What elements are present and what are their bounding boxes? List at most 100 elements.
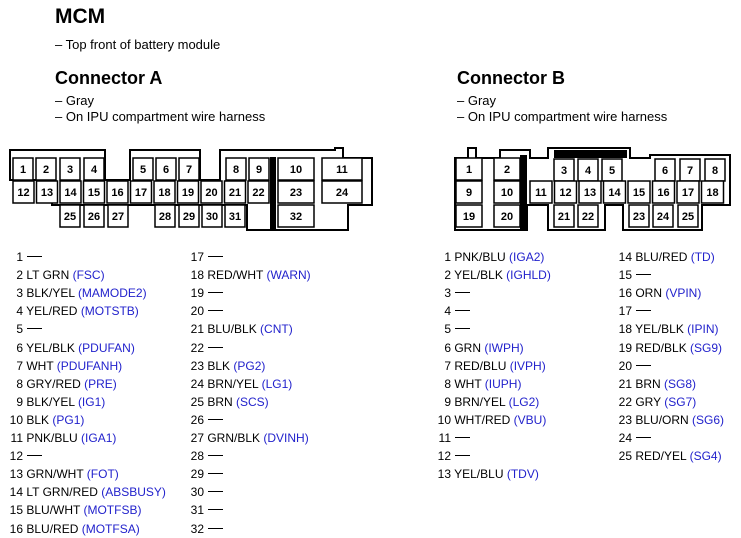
- connector-b-note: – On IPU compartment wire harness: [457, 109, 668, 124]
- pin-number: 6: [444, 340, 451, 355]
- pinout-row: 10 BLK (PG1): [7, 411, 85, 429]
- pin-cavity: [577, 204, 599, 228]
- pinout-row: 30: [188, 483, 224, 501]
- pinout-row: 16 ORN (VPIN): [616, 284, 702, 302]
- unused-pin-dash: [455, 310, 471, 312]
- unused-pin-dash: [208, 292, 224, 294]
- pin-number-label: 24: [336, 187, 349, 199]
- connector-b-title: Connector B: [457, 68, 565, 88]
- pin-number: 5: [444, 322, 451, 337]
- pin-cavity: [83, 157, 105, 181]
- wire-color: GRN: [454, 340, 485, 355]
- pinout-row: 20: [188, 302, 224, 320]
- pin-cavity: [277, 157, 315, 181]
- pin-number-label: 12: [559, 187, 571, 199]
- pinout-row: 19 RED/BLK (SG9): [616, 339, 722, 357]
- unused-pin-dash: [208, 256, 224, 257]
- wire-color: ORN: [635, 286, 666, 301]
- pin-cavity: [700, 180, 725, 204]
- pin-number-label: 28: [159, 211, 171, 223]
- pin-number-label: 9: [466, 187, 472, 199]
- pin-number: 14: [9, 485, 23, 500]
- pin-number-label: 2: [504, 164, 510, 176]
- pin-number-label: 25: [64, 211, 76, 223]
- pin-number-label: 12: [17, 187, 29, 199]
- pin-cavity: [493, 157, 521, 181]
- wire-color: BLK: [26, 412, 53, 427]
- pinout-row: 29: [188, 465, 224, 483]
- signal-name: (FOT): [86, 467, 119, 482]
- connector-a-title: Connector A: [55, 68, 163, 88]
- pin-cavity: [602, 180, 627, 204]
- pinout-row: 24 BRN/YEL (LG1): [188, 375, 293, 393]
- wire-color: GRY/RED: [26, 376, 85, 391]
- pin-number: 30: [190, 485, 204, 500]
- pin-number-label: 27: [112, 211, 124, 223]
- wire-color: YEL/RED: [26, 304, 81, 319]
- pin-cavity: [455, 204, 483, 228]
- pin-number-label: 20: [501, 211, 513, 223]
- pin-number: 25: [190, 394, 204, 409]
- pin-cavity: [455, 180, 483, 204]
- signal-name: (SG9): [690, 340, 723, 355]
- pinout-row: 12: [7, 447, 43, 465]
- pin-cavity: [223, 180, 247, 204]
- pinout-row: 19: [188, 284, 224, 302]
- pin-cavity: [178, 204, 200, 228]
- unused-pin-dash: [208, 473, 224, 475]
- pinout-row: 18 YEL/BLK (IPIN): [616, 320, 719, 338]
- pinout-row: 17: [188, 248, 224, 266]
- signal-name: (ABSBUSY): [101, 485, 166, 500]
- pinout-row: 6 GRN (IWPH): [435, 339, 523, 357]
- signal-name: (VPIN): [665, 286, 702, 301]
- pin-number-label: 1: [20, 164, 26, 176]
- pin-number: 16: [9, 521, 23, 536]
- pin-cavity: [677, 204, 699, 228]
- wire-color: YEL/BLK: [454, 268, 507, 283]
- wire-color: PNK/BLU: [454, 250, 510, 264]
- pinout-row: 8 WHT (IUPH): [435, 375, 521, 393]
- unused-pin-dash: [208, 509, 224, 511]
- wire-color: RED/BLK: [635, 340, 691, 355]
- pinout-row: 14 LT GRN/RED (ABSBUSY): [7, 483, 166, 501]
- pin-number: 2: [444, 268, 451, 283]
- wire-color: WHT: [26, 358, 57, 373]
- pin-number: 26: [190, 412, 204, 427]
- pin-number: 1: [16, 250, 23, 264]
- pinout-row: 21 BLU/BLK (CNT): [188, 320, 293, 338]
- pin-cavity: [277, 180, 315, 204]
- pinout-row: 5: [435, 320, 471, 338]
- pin-number: 10: [9, 412, 23, 427]
- pin-number-label: 23: [633, 211, 645, 223]
- wire-color: BRN/YEL: [207, 376, 262, 391]
- unused-pin-dash: [455, 328, 471, 330]
- pin-number-label: 14: [64, 187, 77, 199]
- signal-name: (IUPH): [484, 376, 522, 391]
- signal-name: (SG6): [692, 412, 725, 427]
- pin-number: 18: [618, 322, 632, 337]
- pinout-row: 3 BLK/YEL (MAMODE2): [7, 284, 146, 302]
- pin-number-label: 11: [336, 164, 348, 176]
- pin-cavity: [277, 204, 315, 228]
- pin-number-label: 21: [558, 211, 570, 223]
- pinout-row: 28: [188, 447, 224, 465]
- pin-cavity: [321, 157, 363, 181]
- pinout-row: 6 YEL/BLK (PDUFAN): [7, 339, 135, 357]
- wire-color: LT GRN/RED: [26, 485, 102, 500]
- pin-number: 15: [618, 268, 632, 283]
- pin-number-label: 13: [41, 187, 53, 199]
- pin-number: 10: [437, 412, 451, 427]
- wire-color: GRY: [635, 394, 665, 409]
- signal-name: (IVPH): [509, 358, 546, 373]
- pin-number-label: 16: [657, 187, 669, 199]
- wire-color: BLU/ORN: [635, 412, 693, 427]
- wire-color: BLU/WHT: [26, 503, 84, 518]
- pin-number: 20: [618, 358, 632, 373]
- pin-number: 7: [16, 358, 23, 373]
- pinout-row: 12: [435, 447, 471, 465]
- pin-number: 25: [618, 449, 632, 464]
- pin-number-label: 17: [135, 187, 147, 199]
- pin-cavity: [247, 180, 270, 204]
- pin-cavity: [82, 180, 106, 204]
- pin-number: 4: [444, 304, 451, 319]
